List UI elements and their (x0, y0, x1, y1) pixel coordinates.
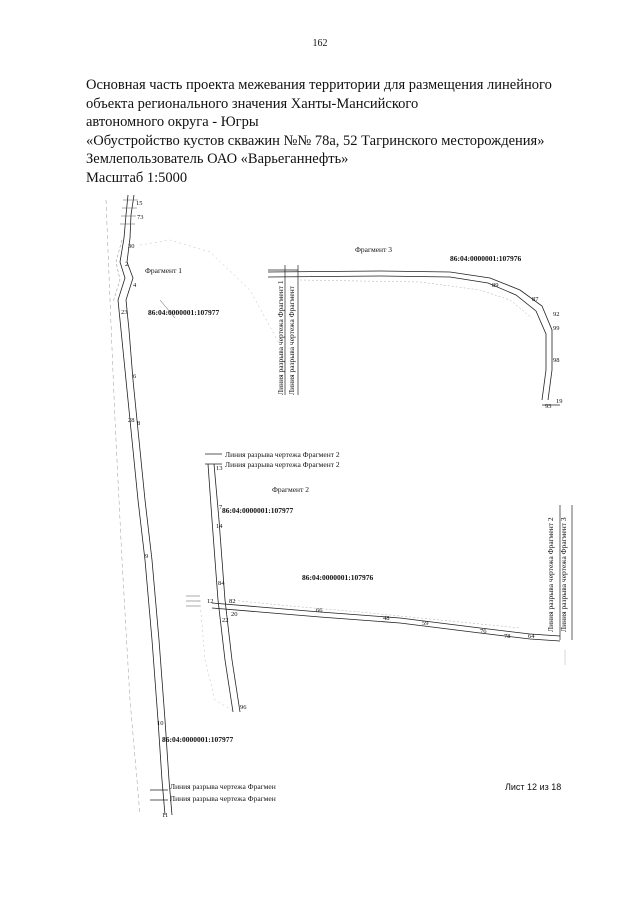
point-87: 87 (532, 296, 539, 303)
page-number: 162 (312, 38, 328, 49)
fragment-3-label: Фрагмент 3 (355, 245, 392, 254)
fragment-1-label: Фрагмент 1 (145, 266, 182, 275)
point-9: 9 (145, 553, 148, 560)
title-line-3: автономного округа - Югры (86, 114, 259, 130)
point-82: 82 (229, 598, 236, 605)
cadastral-977-c: 86:04:0000001:107977 (162, 735, 233, 744)
point-93: 93 (545, 403, 552, 410)
fragment-3 (267, 265, 560, 406)
point-96: 96 (240, 704, 247, 711)
point-92: 92 (553, 311, 560, 318)
cadastral-977-a: 86:04:0000001:107977 (148, 308, 219, 317)
fragment-1-hatch (120, 199, 138, 225)
point-10: 10 (157, 720, 164, 727)
fragment-2-hatch (186, 595, 200, 607)
break-line-v3: Линия разрыва чертежа Фрагмент 2 (546, 517, 555, 632)
fragment-2-points: 13 7 14 84 12 82 20 22 96 66 48 59 76 78… (207, 465, 535, 711)
point-14: 14 (216, 523, 223, 530)
cadastral-976-b: 86:04:0000001:107976 (302, 573, 373, 582)
fragment-3-points: 89 87 92 99 98 93 19 (492, 282, 563, 410)
fragment-1 (105, 194, 281, 816)
point-8: 8 (137, 420, 140, 427)
fragment-1-points: 15 73 30 2 4 23 6 28 8 9 10 11 (121, 200, 168, 819)
point-28: 28 (128, 417, 135, 424)
point-13: 13 (216, 465, 223, 472)
break-line-f2-a: Линия разрыва чертежа Фрагмент 2 (225, 450, 340, 459)
point-11: 11 (162, 812, 168, 819)
point-98: 98 (553, 357, 560, 364)
break-line-f1-a: Линия разрыва чертежа Фрагмен (170, 782, 276, 791)
title-block: Основная часть проекта межевания террито… (86, 76, 606, 187)
break-line-f2-b: Линия разрыва чертежа Фрагмент 2 (225, 460, 340, 469)
point-12: 12 (207, 598, 214, 605)
point-48: 48 (383, 615, 390, 622)
point-22: 22 (222, 617, 229, 624)
point-76: 76 (480, 628, 487, 635)
title-line-6: Масштаб 1:5000 (86, 169, 188, 186)
break-line-v4: Линия разрыва чертежа Фрагмент 3 (559, 517, 568, 632)
title-line-2: объекта регионального значения Ханты-Ман… (86, 95, 419, 112)
point-73: 73 (137, 214, 144, 221)
point-78: 78 (504, 633, 511, 640)
title-line-5: Землепользователь ОАО «Варьеганнефть» (86, 151, 349, 167)
break-line-v1: Линия разрыва чертежа Фрагмент 1 (276, 280, 285, 395)
break-line-v2: Линия разрыва чертежа Фрагмент (287, 285, 296, 395)
point-6: 6 (133, 373, 137, 380)
break-line-f1-b: Линия разрыва чертежа Фрагмен (170, 794, 276, 803)
point-99: 99 (553, 325, 560, 332)
point-30: 30 (128, 243, 135, 250)
fragment-2 (199, 453, 573, 713)
fragment-2-label: Фрагмент 2 (272, 485, 309, 494)
point-23: 23 (121, 309, 128, 316)
point-2: 2 (125, 261, 128, 268)
sheet-number-label: Лист 12 из 18 (505, 782, 562, 792)
title-line-4: «Обустройство кустов скважин №№ 78а, 52 … (86, 132, 545, 149)
point-4: 4 (133, 282, 137, 289)
point-7: 7 (219, 504, 223, 511)
title-line-1: Основная часть проекта межевания террито… (86, 77, 552, 93)
point-64: 64 (528, 633, 535, 640)
cadastral-976-a: 86:04:0000001:107976 (450, 254, 521, 263)
point-59: 59 (422, 620, 429, 627)
point-89: 89 (492, 282, 499, 289)
point-19: 19 (556, 398, 563, 405)
cadastral-977-b: 86:04:0000001:107977 (222, 506, 293, 515)
point-84: 84 (218, 580, 225, 587)
point-66: 66 (316, 607, 323, 614)
point-20: 20 (231, 611, 238, 618)
point-15: 15 (136, 200, 143, 207)
